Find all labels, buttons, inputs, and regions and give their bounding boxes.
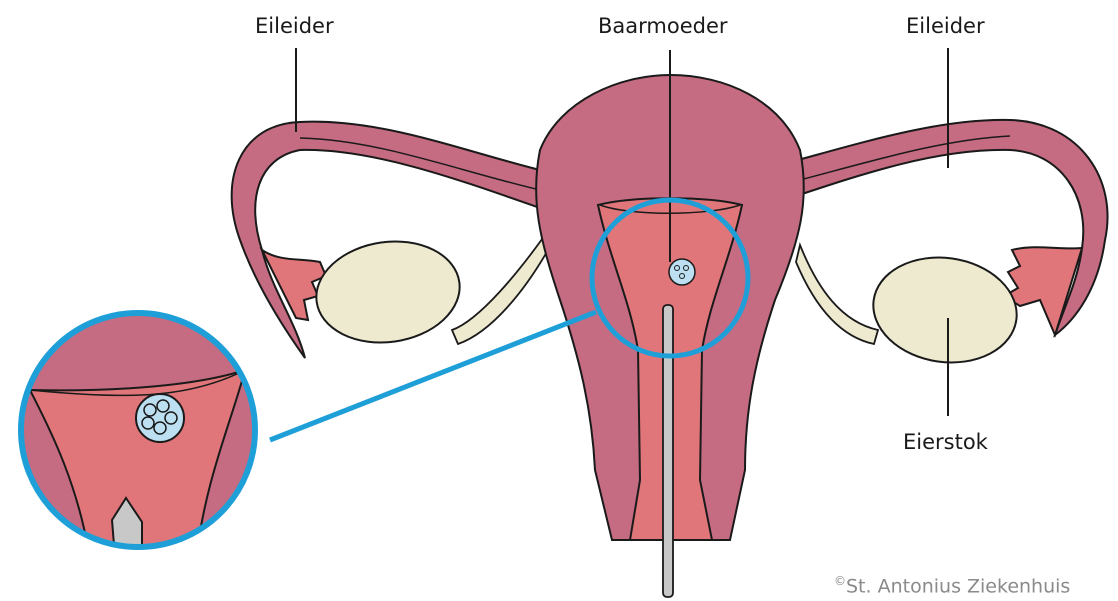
credit-text: St. Antonius Ziekenhuis	[846, 575, 1070, 597]
magnifier-connector	[270, 312, 596, 440]
label-left-fallopian-tube: Eileider	[255, 14, 334, 38]
catheter	[663, 305, 673, 597]
embryo	[669, 259, 695, 285]
magnified-inset	[20, 312, 260, 570]
right-ovary	[866, 248, 1023, 371]
label-right-fallopian-tube: Eileider	[906, 14, 985, 38]
copyright-symbol: ©	[834, 574, 846, 588]
copyright-credit: ©St. Antonius Ziekenhuis	[834, 574, 1070, 597]
left-ovarian-ligament	[452, 235, 548, 344]
right-ovarian-ligament	[796, 245, 878, 344]
label-ovary: Eierstok	[903, 430, 988, 454]
left-ovary	[310, 232, 467, 351]
label-uterus: Baarmoeder	[598, 14, 728, 38]
